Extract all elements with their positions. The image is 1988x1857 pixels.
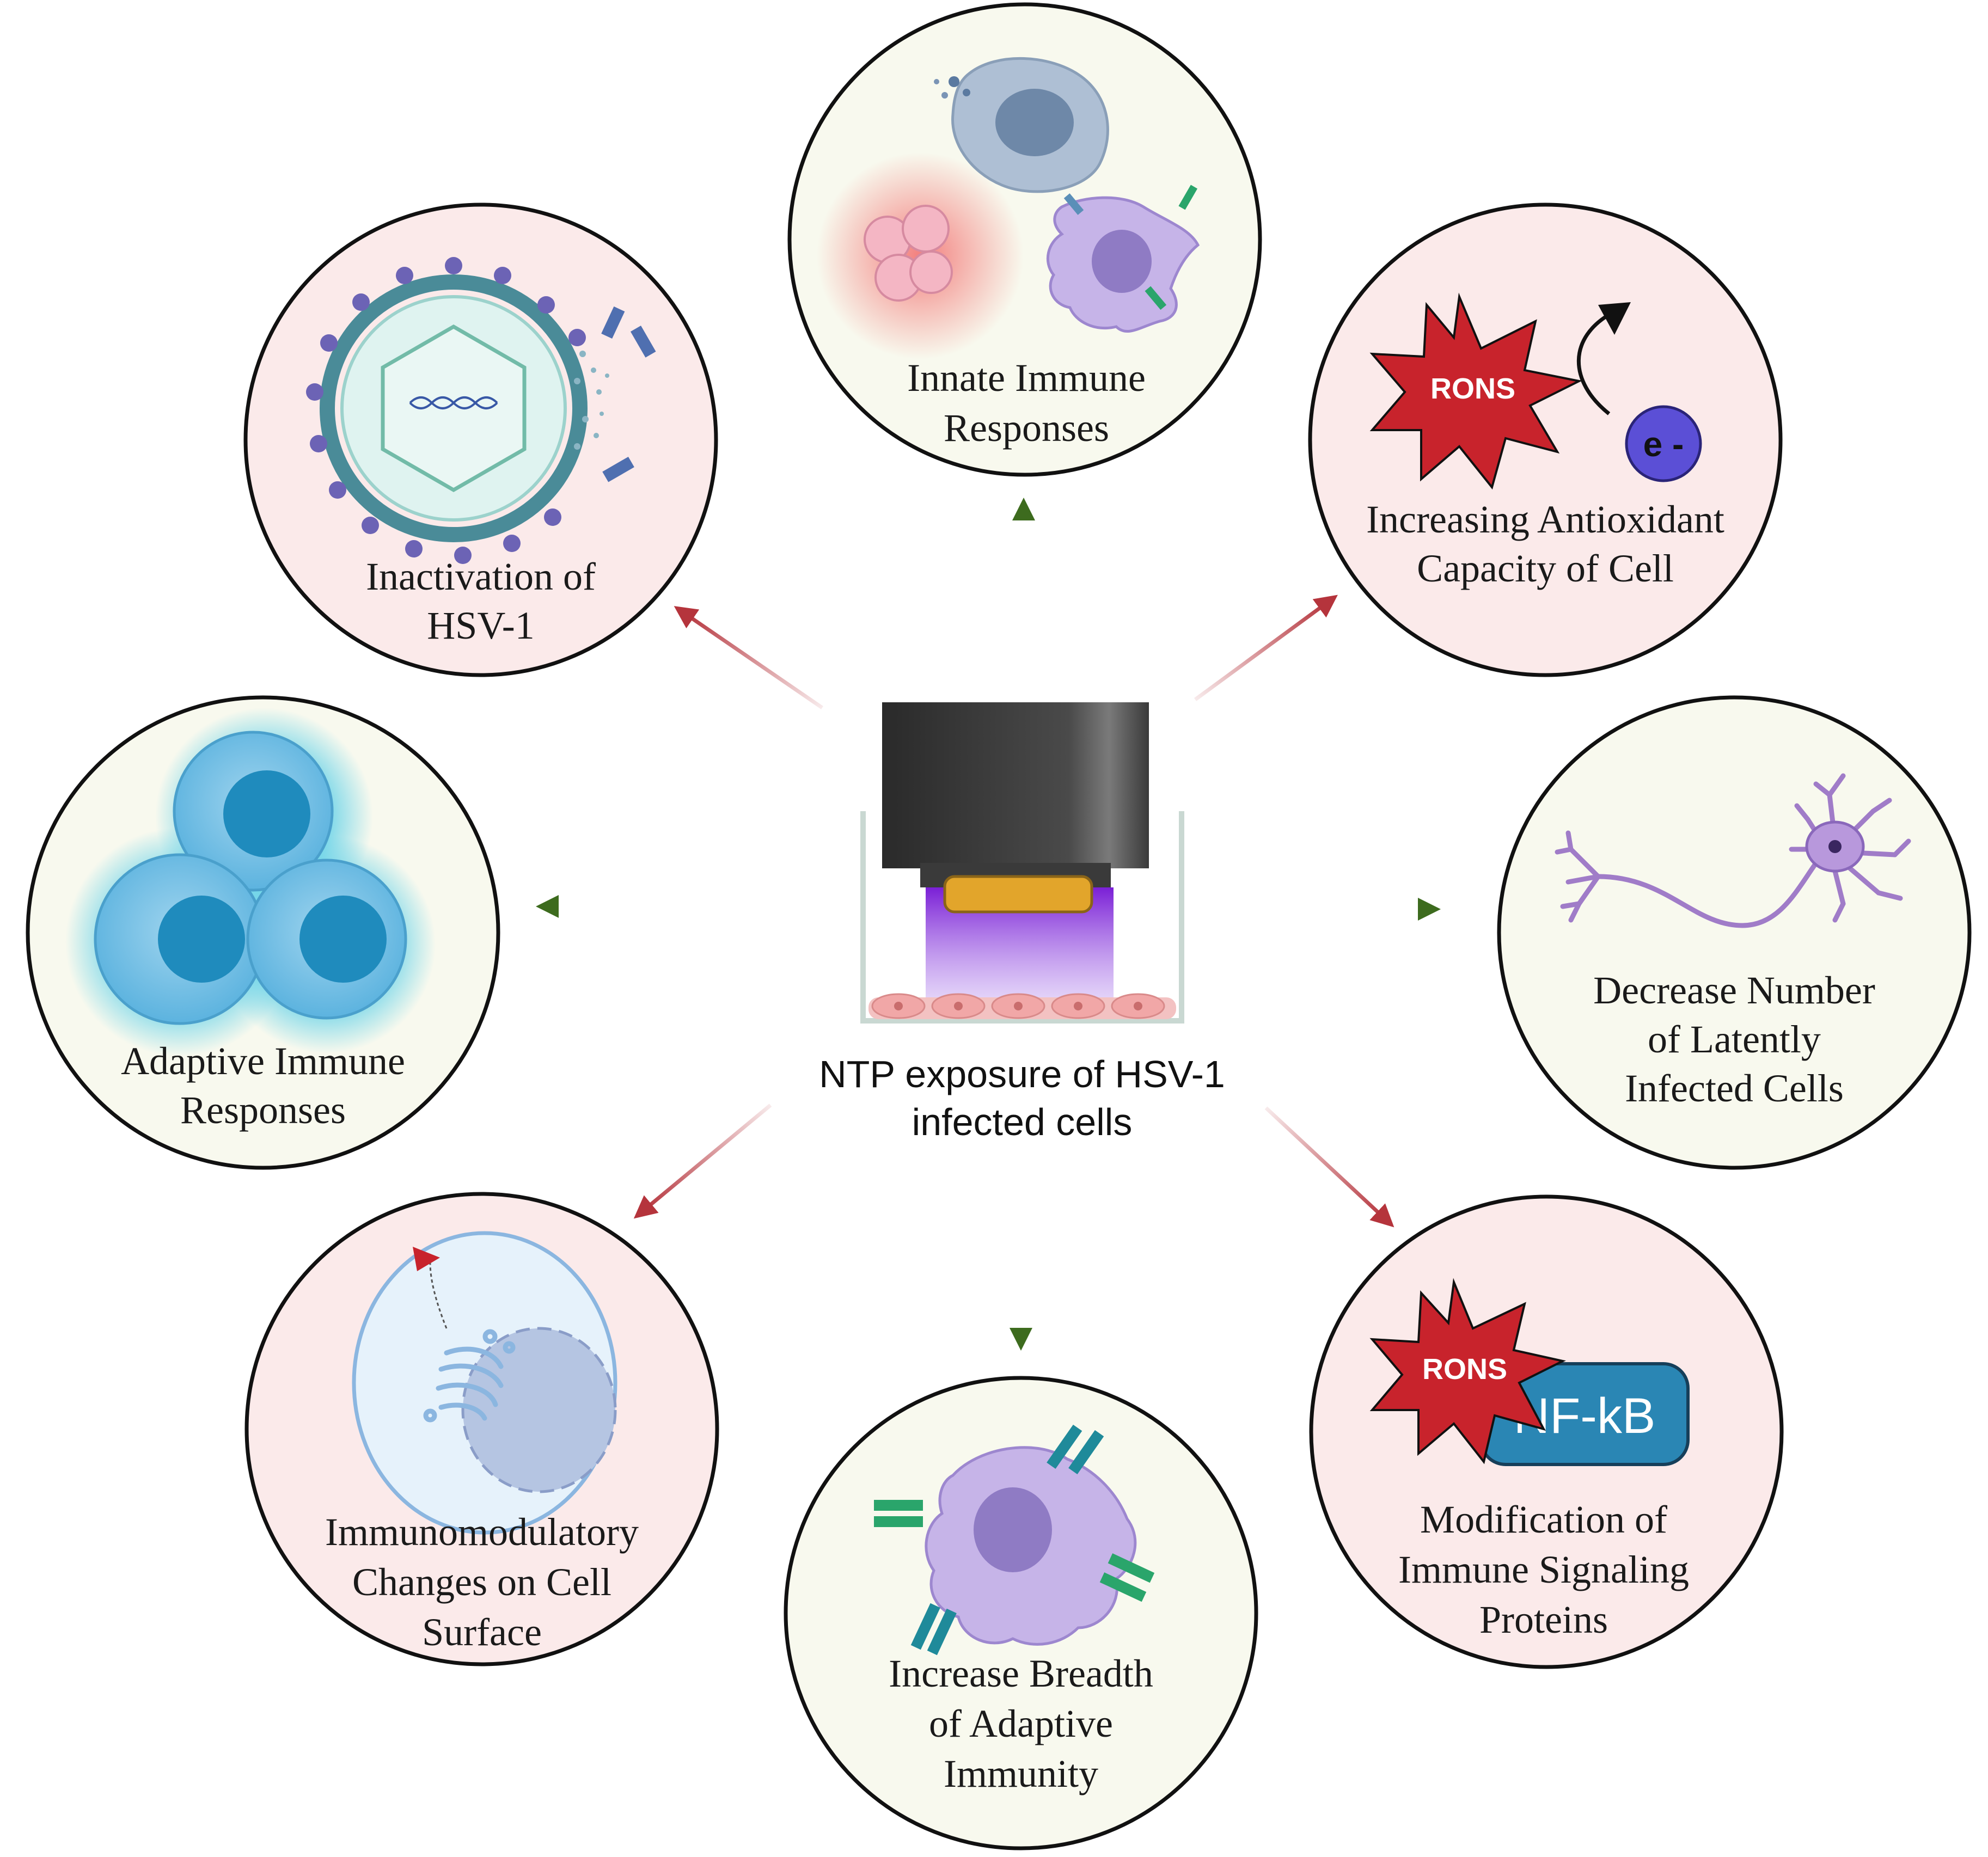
arrow-to-antioxidant	[1194, 595, 1338, 701]
dna-icon	[409, 396, 498, 409]
cell-layer	[868, 993, 1176, 1019]
culture-well	[860, 811, 1184, 1024]
node-antioxidant-capacity: RONS e - Increasing Antioxidant Capacity…	[1308, 203, 1783, 677]
latent-label-line3: Infected Cells	[1625, 1067, 1844, 1110]
breadth-label-line1: Increase Breadth	[889, 1652, 1153, 1695]
arrow-to-surface	[633, 1104, 772, 1219]
arrows	[536, 498, 1441, 1351]
rons-starburst	[1369, 292, 1583, 490]
capsid	[381, 324, 527, 493]
electron-arrow	[1576, 311, 1613, 415]
adaptive-label-line2: Responses	[180, 1088, 346, 1132]
trafficking-arrow	[429, 1262, 448, 1329]
rons-starburst	[1369, 1278, 1566, 1464]
node-adaptive-breadth: Increase Breadth of Adaptive Immunity	[784, 1376, 1258, 1850]
electron-label: e -	[1643, 425, 1684, 464]
debris-particles	[574, 351, 609, 450]
virion	[306, 257, 656, 564]
center-label-line2: infected cells	[912, 1101, 1133, 1143]
macrophage	[934, 57, 1109, 193]
innate-label-line2: Responses	[944, 406, 1109, 450]
signaling-label-line1: Modification of	[1420, 1498, 1667, 1541]
golgi-icon	[423, 1329, 516, 1423]
latent-label-line1: Decrease Number	[1593, 969, 1875, 1012]
node-inactivation-hsv1: Inactivation of HSV-1	[243, 203, 718, 677]
node-cell-surface: Immunomodulatory Changes on Cell Surface	[244, 1192, 719, 1666]
node-immune-signaling: NF-kB RONS Modification of Immune Signal…	[1309, 1194, 1784, 1669]
node-adaptive-immune: Adaptive Immune Responses	[26, 695, 500, 1170]
center-label-line1: NTP exposure of HSV-1	[819, 1053, 1225, 1095]
breadth-label-line3: Immunity	[944, 1752, 1098, 1795]
glycoprotein-spikes	[306, 257, 586, 564]
antioxidant-label-line2: Capacity of Cell	[1417, 547, 1674, 590]
signaling-label-line2: Immune Signaling	[1398, 1548, 1689, 1591]
plasma-probe	[882, 702, 1149, 868]
dendritic-cell-receptors	[874, 1424, 1155, 1656]
neutrophil-cluster	[864, 205, 953, 302]
surface-label-line2: Changes on Cell	[352, 1560, 611, 1604]
surface-label-line3: Surface	[422, 1610, 542, 1654]
inactivation-label-line1: Inactivation of	[366, 555, 596, 598]
node-circle	[1497, 695, 1972, 1170]
innate-label-line1: Innate Immune	[907, 356, 1146, 400]
arrow-to-inactivation	[674, 606, 823, 709]
signaling-label-line3: Proteins	[1479, 1598, 1608, 1641]
released-glycoproteins	[601, 306, 656, 482]
surface-label-line1: Immunomodulatory	[325, 1510, 639, 1554]
node-latent-cells: Decrease Number of Latently Infected Cel…	[1497, 695, 1972, 1170]
nucleus	[461, 1327, 617, 1493]
electron-icon	[1625, 405, 1702, 482]
node-innate-immune: Innate Immune Responses	[787, 2, 1262, 477]
latent-label-line2: of Latently	[1648, 1018, 1821, 1061]
surface-marker-icon	[413, 1247, 440, 1271]
electron-arrow-head	[1598, 302, 1631, 335]
ntp-device: NTP exposure of HSV-1 infected cells	[819, 702, 1225, 1143]
probe-nozzle	[943, 875, 1093, 914]
arrow-to-signaling	[1264, 1106, 1394, 1228]
antioxidant-label-line1: Increasing Antioxidant	[1366, 498, 1724, 541]
rons-label: RONS	[1430, 372, 1515, 405]
inactivation-label-line2: HSV-1	[427, 604, 534, 647]
adaptive-label-line1: Adaptive Immune	[121, 1039, 405, 1083]
breadth-label-line2: of Adaptive	[929, 1702, 1113, 1745]
dendritic-cell	[1046, 185, 1200, 333]
lymphocyte-cluster	[65, 708, 436, 1056]
rons-label: RONS	[1422, 1353, 1507, 1386]
